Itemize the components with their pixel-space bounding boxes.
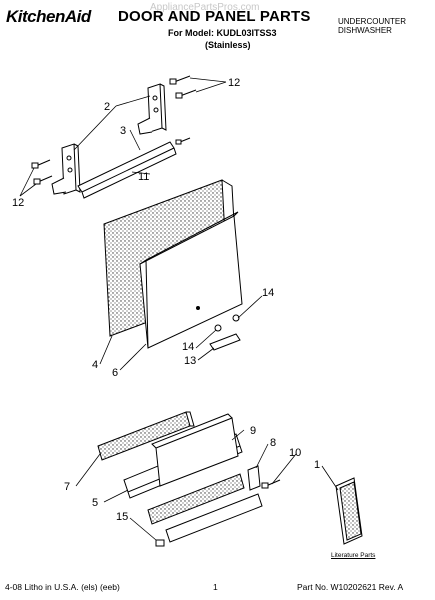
door-handle-icon	[209, 314, 241, 351]
callout-15: 15	[116, 511, 128, 523]
kick-bracket-icon	[247, 465, 261, 491]
brand-logo: KitchenAid	[6, 7, 91, 26]
watermark: AppliancePartsPros.com	[150, 2, 260, 13]
screw-icon	[175, 137, 191, 145]
hinge-bracket-right-icon	[137, 83, 167, 135]
screw-icon	[169, 75, 197, 99]
finish-label: (Stainless)	[205, 40, 251, 50]
footer-page-number: 1	[213, 582, 218, 592]
callout-7: 7	[64, 481, 70, 493]
category-line-2: DISHWASHER	[338, 26, 392, 35]
toe-kick-insulation-icon	[97, 411, 195, 461]
category-line-1: UNDERCOUNTER	[338, 17, 406, 26]
screw-icon	[261, 479, 281, 489]
outer-door-panel-icon	[139, 211, 243, 349]
callout-1: 1	[314, 459, 320, 471]
callout-6: 6	[112, 367, 118, 379]
kick-plate-icon	[151, 413, 239, 487]
literature-booklet-icon	[335, 477, 363, 545]
lower-insulation-icon	[147, 473, 263, 547]
literature-parts-label: Literature Parts	[331, 552, 376, 559]
callout-14-right: 14	[262, 287, 274, 299]
page-title: DOOR AND PANEL PARTS	[118, 8, 311, 25]
callout-2: 2	[104, 101, 110, 113]
callout-3: 3	[120, 125, 126, 137]
footer-print-info: 4-08 Litho in U.S.A. (els) (eeb)	[5, 582, 120, 592]
hinge-bracket-left-icon	[51, 143, 81, 195]
callout-11: 11	[138, 171, 149, 183]
callout-14-left: 14	[182, 341, 194, 353]
callout-8: 8	[270, 437, 276, 449]
callout-5: 5	[92, 497, 98, 509]
screw-icon	[31, 159, 53, 185]
callout-12-left: 12	[12, 197, 24, 209]
callout-4: 4	[92, 359, 98, 371]
footer-part-number: Part No. W10202621 Rev. A	[297, 582, 404, 592]
hinge-bar-icon	[77, 141, 177, 199]
callout-12-top: 12	[228, 77, 240, 89]
callout-13: 13	[184, 355, 196, 367]
callout-9: 9	[250, 425, 256, 437]
model-number: For Model: KUDL03ITSS3	[168, 28, 277, 38]
callout-10: 10	[289, 447, 301, 459]
